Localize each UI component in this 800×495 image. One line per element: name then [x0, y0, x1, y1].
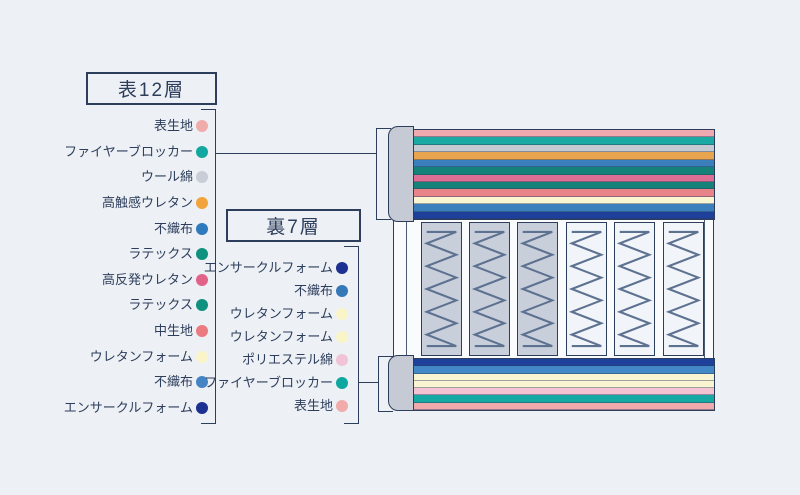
spring-column: [469, 222, 510, 356]
bottom-layer-stripe: [407, 359, 714, 367]
mattress-top-layers: [406, 129, 715, 220]
bottom-layer-stripe: [407, 366, 714, 374]
front-layer-label: ウール綿: [140, 169, 193, 185]
spring-column: [421, 222, 462, 356]
mattress-top-cap: [388, 126, 414, 222]
front-title: 表12層: [117, 80, 186, 101]
spring-section-right-wall: [704, 220, 706, 358]
front-layer-label: 高反発ウレタン: [101, 271, 193, 287]
spring-column: [614, 222, 655, 356]
spring-column: [517, 222, 558, 356]
back-mattress-bracket: [378, 356, 393, 412]
front-layer-label: 高触感ウレタン: [101, 194, 193, 210]
front-layer-label: 表生地: [153, 118, 193, 133]
bottom-layer-stripe: [407, 373, 714, 381]
top-layer-stripe: [407, 130, 714, 138]
top-layer-stripe: [407, 181, 714, 190]
top-layer-stripe: [407, 152, 714, 160]
spring-coil-icon: [616, 230, 653, 348]
back-title: 裏7層: [266, 217, 321, 238]
spring-coil-icon: [423, 230, 460, 348]
back-connector-line: [358, 382, 378, 383]
back-layer-label: エンサークルフォーム: [203, 260, 333, 275]
top-layer-stripe: [407, 196, 714, 205]
back-layer-color-dot: [336, 331, 348, 343]
bottom-layer-stripe: [407, 395, 714, 403]
back-layer-color-dot: [336, 354, 348, 366]
top-layer-stripe: [407, 167, 714, 175]
top-layer-stripe: [407, 204, 714, 212]
front-layer-label: 不織布: [153, 220, 193, 236]
front-title-box: 表12層: [86, 72, 217, 105]
front-connector-line: [215, 153, 376, 154]
spring-column: [663, 222, 704, 356]
front-layer-color-dot: [196, 145, 208, 158]
top-layer-stripe: [407, 144, 714, 153]
bottom-layer-stripe: [407, 380, 714, 389]
front-layer-color-dot: [196, 196, 208, 209]
back-layer-color-dot: [336, 262, 348, 274]
front-layer-color-dot: [196, 299, 208, 312]
top-layer-stripe: [407, 189, 714, 197]
spring-coil-icon: [568, 230, 605, 348]
mattress-bottom-layers: [406, 358, 715, 411]
back-layer-color-dot: [336, 308, 348, 320]
top-layer-stripe: [407, 137, 714, 145]
front-layer-color-dot: [196, 325, 208, 338]
back-list-bracket: [344, 246, 359, 424]
top-layer-stripe: [407, 211, 714, 220]
front-list-bracket: [201, 109, 216, 424]
front-layer-label: ラテックス: [128, 246, 193, 262]
front-layer-color-dot: [196, 376, 208, 389]
spring-coil-icon: [519, 230, 556, 348]
back-layer-label: ウレタンフォーム: [229, 329, 333, 344]
front-layer-label: ファイヤーブロッカー: [64, 143, 193, 159]
spring-section-left-wall: [406, 220, 408, 358]
back-title-box: 裏7層: [226, 209, 361, 242]
front-layer-color-dot: [196, 222, 208, 235]
back-layer-color-dot: [336, 400, 348, 412]
front-layer-label: 不織布: [153, 374, 193, 390]
bottom-layer-stripe: [407, 402, 714, 410]
front-layer-label: ウレタンフォーム: [89, 348, 193, 364]
front-layer-color-dot: [196, 248, 208, 261]
front-layer-color-dot: [196, 350, 208, 363]
front-layer-color-dot: [196, 273, 208, 286]
mattress-bottom-cap: [388, 355, 414, 411]
back-layer-label: ウレタンフォーム: [229, 306, 333, 321]
back-layer-label: ポリエステル綿: [241, 352, 333, 367]
top-layer-stripe: [407, 174, 714, 182]
front-layer-color-dot: [196, 171, 208, 184]
front-layer-color-dot: [196, 120, 208, 132]
bottom-layer-stripe: [407, 388, 714, 396]
back-layer-label: 不織布: [293, 283, 333, 298]
top-layer-stripe: [407, 159, 714, 168]
front-layer-label: ラテックス: [128, 297, 193, 313]
front-layer-label: エンサークルフォーム: [63, 400, 193, 415]
back-layer-color-dot: [336, 285, 348, 297]
front-layer-label: 中生地: [153, 323, 193, 339]
spring-column: [566, 222, 607, 356]
back-layer-label: ファイヤーブロッカー: [204, 375, 333, 390]
spring-coil-icon: [665, 230, 702, 348]
back-layer-label: 表生地: [293, 398, 333, 413]
front-layer-color-dot: [196, 402, 208, 414]
back-layer-color-dot: [336, 377, 348, 389]
front-mattress-bracket: [376, 128, 391, 220]
spring-coil-icon: [471, 230, 508, 348]
